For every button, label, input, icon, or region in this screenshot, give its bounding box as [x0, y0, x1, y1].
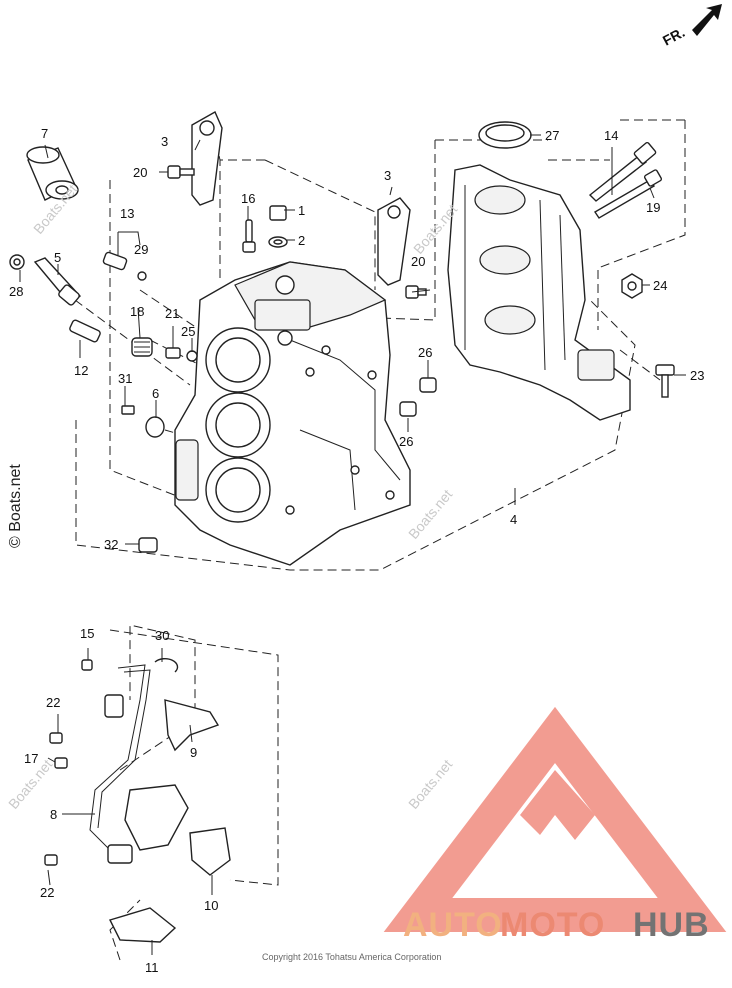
callout-3: 3	[161, 134, 168, 149]
small-parts	[121, 337, 198, 553]
nut-and-bolt	[621, 273, 675, 398]
callout-9: 9	[190, 745, 197, 760]
callout-23: 23	[690, 368, 704, 383]
footer-copyright: Copyright 2016 Tohatsu America Corporati…	[262, 952, 441, 962]
callout-7: 7	[41, 126, 48, 141]
callout-labels: 1 2 3 3 4 5 6 7 8 9 10 11 12 13 14 15 16…	[9, 126, 704, 975]
callout-20: 20	[133, 165, 147, 180]
watermark-copyright: © Boats.net	[7, 464, 24, 548]
callout-6: 6	[152, 386, 159, 401]
callout-27: 27	[545, 128, 559, 143]
cylinder-block	[174, 261, 411, 566]
callout-29: 29	[134, 242, 148, 257]
plug-gasket-sender	[242, 205, 288, 253]
logo-text-hub: HUB	[633, 906, 710, 944]
callout-28: 28	[9, 284, 23, 299]
callout-22: 22	[46, 695, 60, 710]
front-direction-indicator: FR.	[660, 4, 722, 49]
callout-3: 3	[384, 168, 391, 183]
callout-14: 14	[604, 128, 618, 143]
engine-hangers	[191, 111, 411, 286]
crankcase	[447, 164, 631, 421]
oil-pressure-switches	[69, 251, 147, 343]
logo-inner-mark	[520, 770, 595, 840]
callout-21: 21	[165, 306, 179, 321]
group-outlines	[74, 114, 686, 961]
callout-17: 17	[24, 751, 38, 766]
sensor-harness-group	[44, 657, 231, 943]
arrow-icon	[692, 4, 722, 36]
automotohub-logo: AUTO MOTO HUB	[383, 706, 727, 944]
washer-and-fitting	[9, 254, 82, 306]
callout-19: 19	[646, 200, 660, 215]
oil-filter	[26, 146, 79, 201]
callout-25: 25	[181, 324, 195, 339]
logo-text-auto: AUTO	[403, 906, 503, 944]
callout-1: 1	[298, 203, 305, 218]
callout-32: 32	[104, 537, 118, 552]
callout-8: 8	[50, 807, 57, 822]
watermark-text: Boats.net	[405, 486, 455, 542]
dowel-pins	[399, 377, 437, 417]
callout-30: 30	[155, 628, 169, 643]
logo-text-moto: MOTO	[500, 906, 605, 944]
callout-2: 2	[298, 233, 305, 248]
callout-20: 20	[411, 254, 425, 269]
callout-15: 15	[80, 626, 94, 641]
logo-triangle	[383, 706, 727, 932]
callout-5: 5	[54, 250, 61, 265]
callout-10: 10	[204, 898, 218, 913]
callout-4: 4	[510, 512, 517, 527]
callout-24: 24	[653, 278, 667, 293]
callout-18: 18	[130, 304, 144, 319]
front-direction-label: FR.	[660, 24, 687, 49]
watermark-text: Boats.net	[405, 756, 455, 812]
callout-12: 12	[74, 363, 88, 378]
crankcase-bolts	[588, 141, 663, 219]
leader-lines	[19, 134, 686, 955]
callout-31: 31	[118, 371, 132, 386]
callout-26: 26	[418, 345, 432, 360]
callout-22: 22	[40, 885, 54, 900]
callout-26: 26	[399, 434, 413, 449]
callout-16: 16	[241, 191, 255, 206]
oil-seal	[478, 121, 532, 149]
callout-11: 11	[145, 960, 159, 975]
callout-13: 13	[120, 206, 134, 221]
